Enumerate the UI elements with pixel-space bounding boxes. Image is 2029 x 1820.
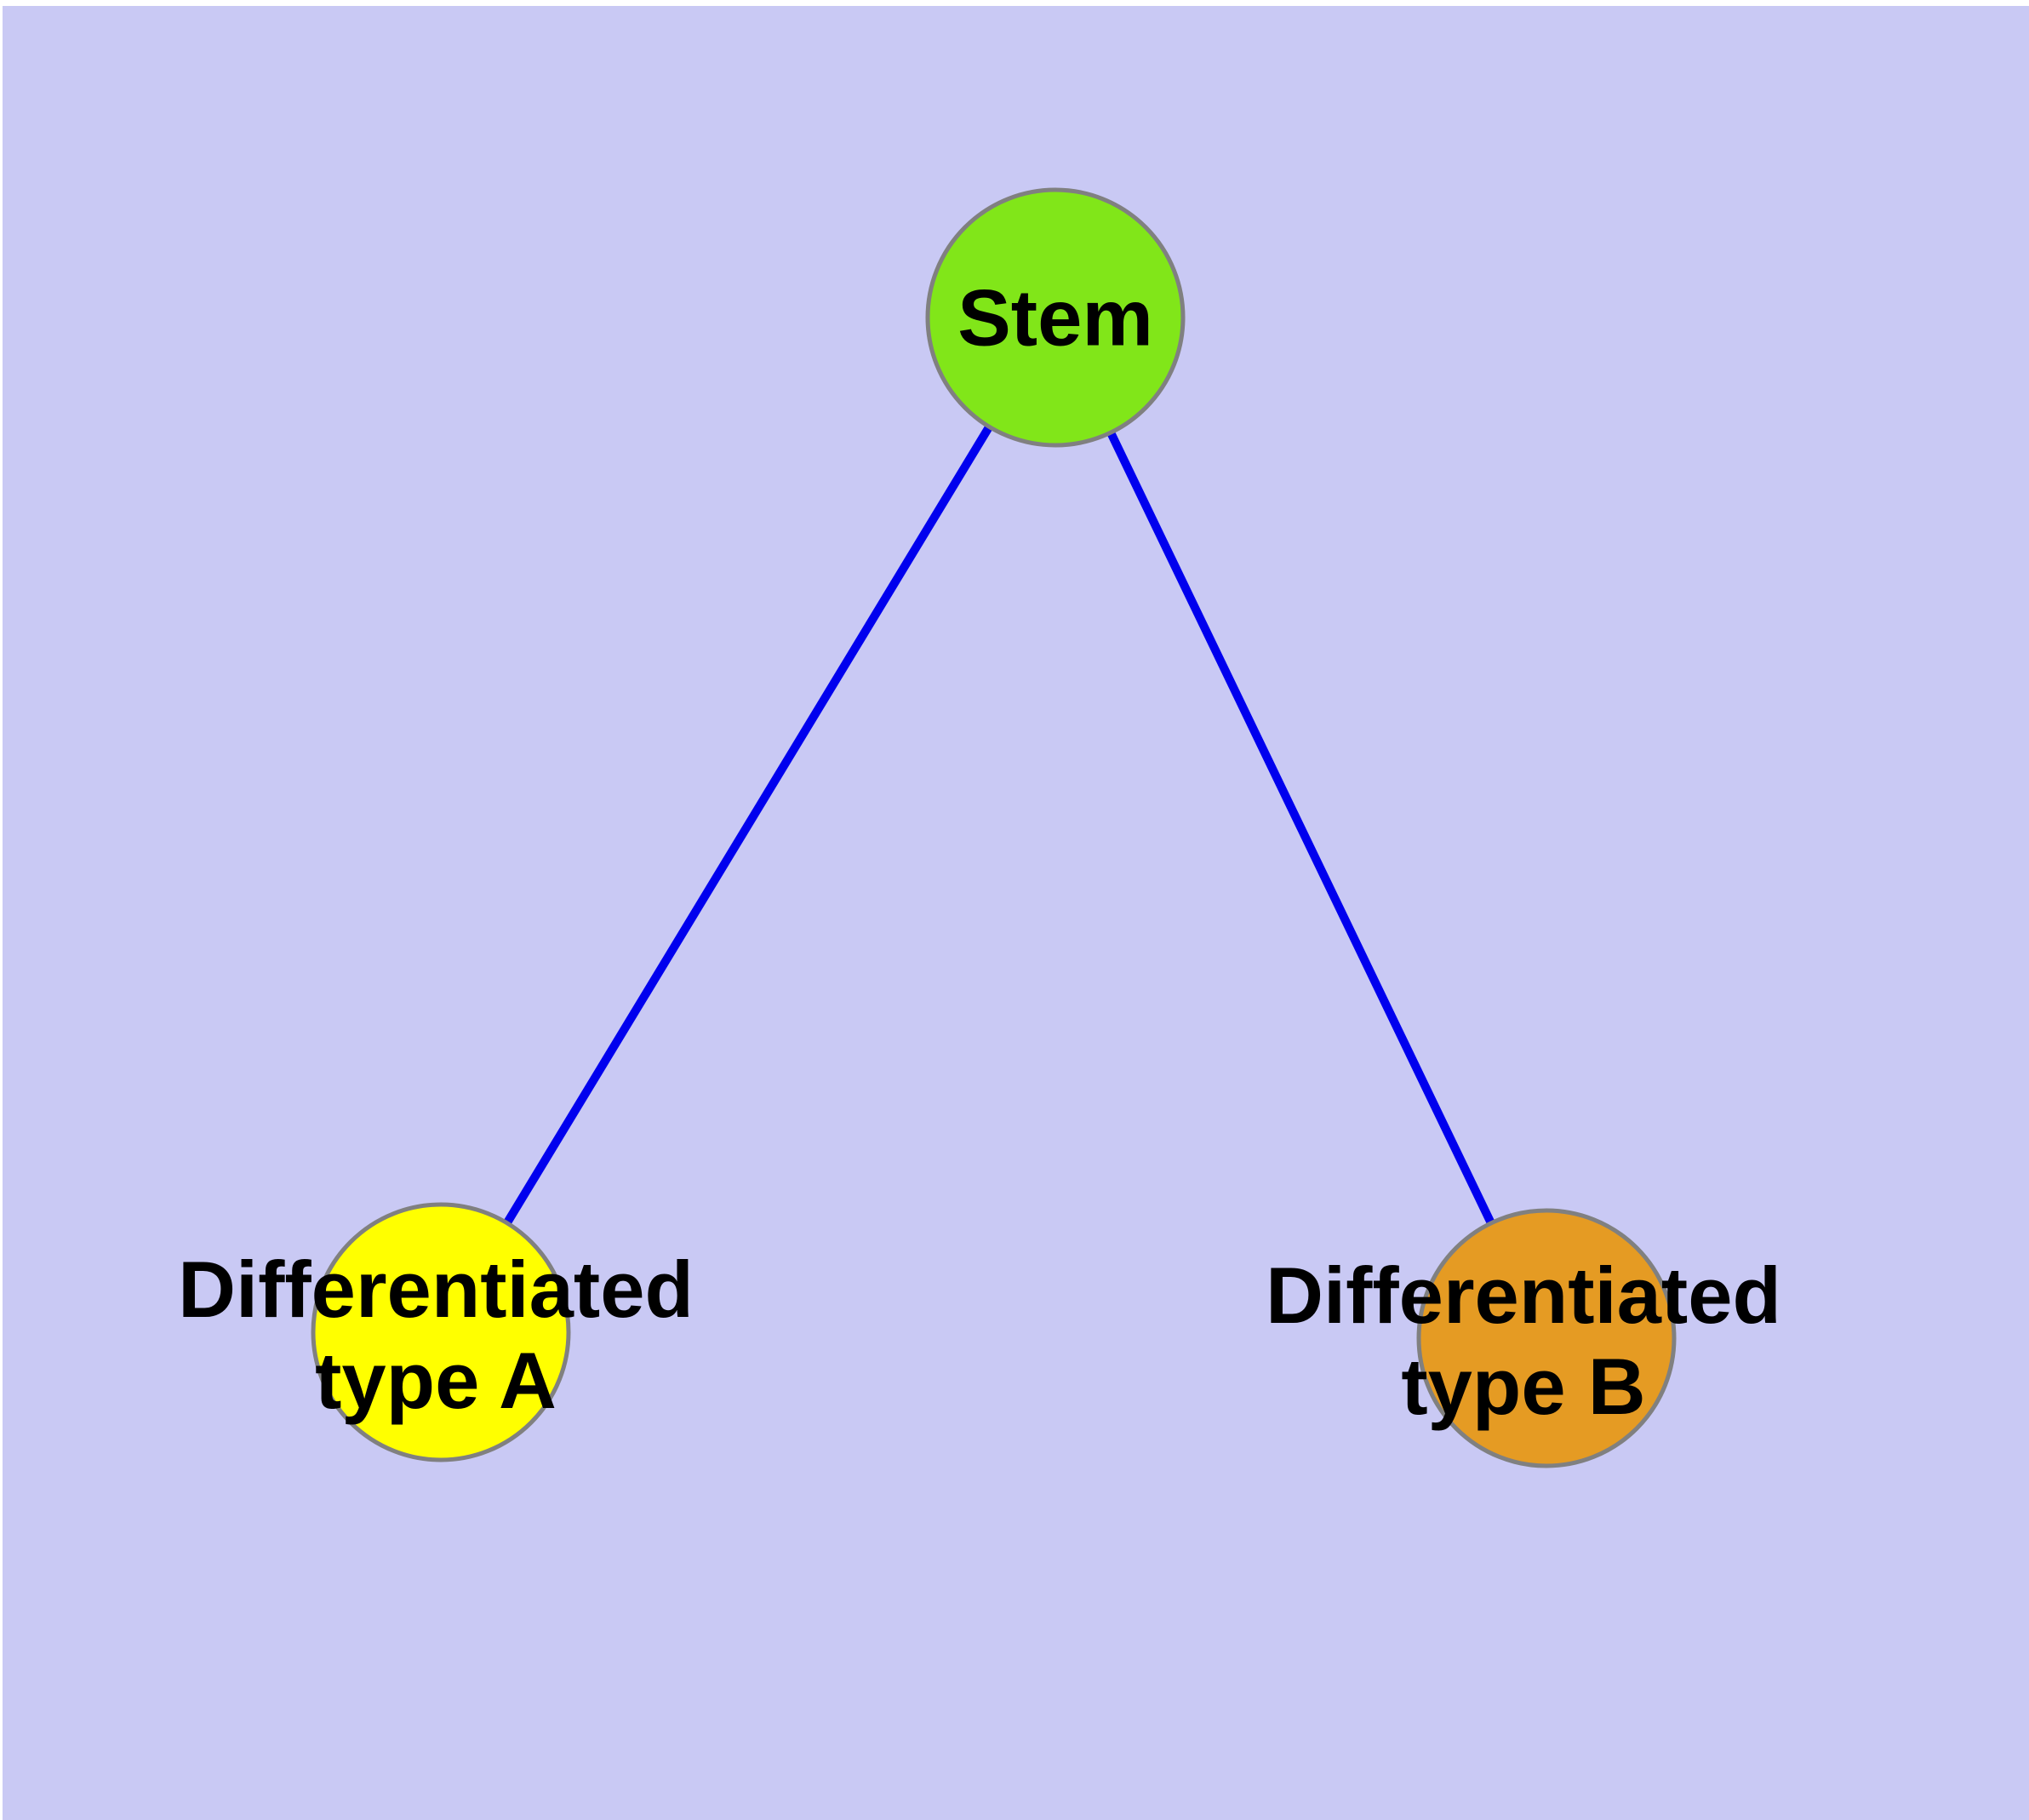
edge-stem-to-type-a [437,315,1060,1335]
stem-node-label: Stem [957,272,1153,363]
type-a-node-label: Differentiated type A [178,1245,694,1425]
type-a-node [311,1202,571,1462]
stem-node [925,187,1186,448]
type-b-node [1416,1208,1677,1468]
type-b-node-label: Differentiated type B [1266,1251,1781,1431]
edge-stem-to-type-b [1051,315,1551,1341]
